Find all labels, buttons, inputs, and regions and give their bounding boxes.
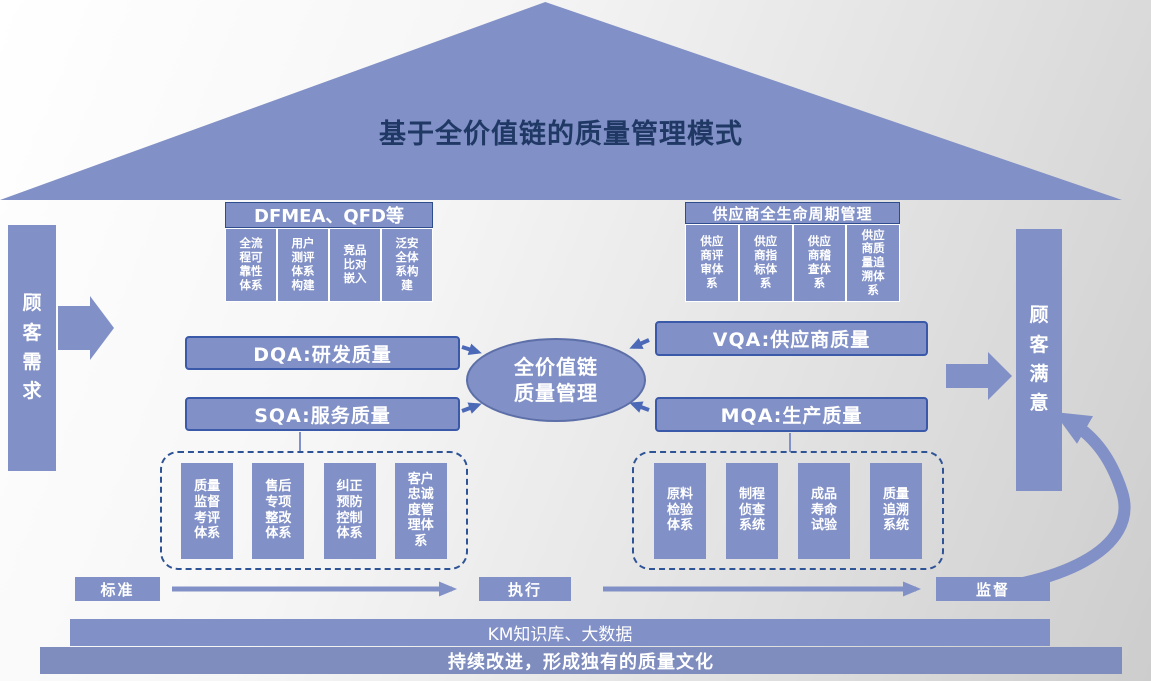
production-system-label: 成品寿命试验 <box>810 487 837 534</box>
mqa-box: MQA:生产质量 <box>655 397 928 432</box>
service-system-label: 纠正预防控制体系 <box>336 479 363 542</box>
dfmea-item-label: 泛安全体系构建 <box>395 236 419 292</box>
supplier-group-header: 供应商全生命周期管理 <box>685 202 900 224</box>
production-system-item: 原料检验体系 <box>654 462 706 559</box>
dfmea-group: DFMEA、QFD等 全流程可靠性体系 用户测评体系构建 竞品比对嵌入 泛安全体… <box>225 202 433 302</box>
diagram-title: 基于全价值链的质量管理模式 <box>379 119 743 150</box>
production-system-item: 质量追溯系统 <box>870 462 922 559</box>
supplier-group-cells: 供应商评审体系 供应商指标体系 供应商稽查体系 供应商质量追溯体系 <box>685 224 900 302</box>
supplier-item-label: 供应商稽查体系 <box>807 234 831 290</box>
service-system-item: 纠正预防控制体系 <box>323 462 376 559</box>
service-system-label: 质量监督考评体系 <box>194 479 221 542</box>
supervise-box: 监督 <box>936 577 1050 601</box>
center-ellipse: 全价值链 质量管理 <box>466 338 646 422</box>
service-system-item: 客户忠诚度管理体系 <box>394 462 447 559</box>
production-systems-container: 原料检验体系 制程侦查系统 成品寿命试验 质量追溯系统 <box>632 451 944 570</box>
quality-culture-bar: 持续改进，形成独有的质量文化 <box>40 647 1122 674</box>
supplier-item-label: 供应商指标体系 <box>754 234 778 290</box>
dfmea-group-header: DFMEA、QFD等 <box>225 202 433 228</box>
service-system-item: 售后专项整改体系 <box>252 462 305 559</box>
customer-needs-bar: 顾客需求 <box>8 225 56 471</box>
production-system-label: 质量追溯系统 <box>882 487 909 534</box>
roof-triangle <box>0 2 1122 200</box>
supplier-item: 供应商指标体系 <box>738 224 793 302</box>
dfmea-item-label: 全流程可靠性体系 <box>239 236 263 292</box>
customer-needs-label: 顾客需求 <box>22 292 42 403</box>
customer-satisfaction-arrow <box>946 352 1012 400</box>
dfmea-item: 竞品比对嵌入 <box>329 228 381 302</box>
service-system-label: 客户忠诚度管理体系 <box>407 471 434 549</box>
supplier-lifecycle-group: 供应商全生命周期管理 供应商评审体系 供应商指标体系 供应商稽查体系 供应商质量… <box>685 202 900 302</box>
production-system-label: 原料检验体系 <box>666 487 693 534</box>
dfmea-item: 泛安全体系构建 <box>381 228 433 302</box>
sqa-to-center-arrow <box>461 402 482 414</box>
vqa-to-center-arrow <box>629 337 650 349</box>
sqa-box: SQA:服务质量 <box>185 397 460 431</box>
dfmea-group-cells: 全流程可靠性体系 用户测评体系构建 竞品比对嵌入 泛安全体系构建 <box>225 228 433 302</box>
service-systems-container: 质量监督考评体系 售后专项整改体系 纠正预防控制体系 客户忠诚度管理体系 <box>160 451 468 570</box>
execute-box: 执行 <box>479 577 571 601</box>
dqa-box: DQA:研发质量 <box>185 336 460 370</box>
dfmea-item: 用户测评体系构建 <box>277 228 329 302</box>
dfmea-item-label: 用户测评体系构建 <box>291 236 315 292</box>
production-system-item: 成品寿命试验 <box>798 462 850 559</box>
customer-satisfaction-bar: 顾客满意 <box>1016 229 1062 491</box>
production-system-item: 制程侦查系统 <box>726 462 778 559</box>
supplier-item: 供应商评审体系 <box>685 224 739 302</box>
mqa-to-center-arrow <box>629 401 650 413</box>
vqa-box: VQA:供应商质量 <box>655 321 928 356</box>
supplier-item-label: 供应商质量追溯体系 <box>861 227 885 297</box>
service-system-label: 售后专项整改体系 <box>265 479 292 542</box>
dqa-to-center-arrow <box>461 343 482 356</box>
km-knowledge-bar: KM知识库、大数据 <box>70 619 1050 646</box>
supplier-item: 供应商质量追溯体系 <box>846 224 900 302</box>
center-ellipse-line2: 质量管理 <box>514 381 598 405</box>
center-ellipse-line1: 全价值链 <box>514 355 598 379</box>
production-system-label: 制程侦查系统 <box>738 487 765 534</box>
service-system-item: 质量监督考评体系 <box>181 462 234 559</box>
customer-satisfaction-label: 顾客满意 <box>1029 304 1049 415</box>
dfmea-item-label: 竞品比对嵌入 <box>343 243 367 285</box>
supplier-item-label: 供应商评审体系 <box>700 234 724 290</box>
dfmea-item: 全流程可靠性体系 <box>225 228 277 302</box>
standard-box: 标准 <box>75 577 160 601</box>
customer-needs-arrow <box>58 296 114 360</box>
supplier-item: 供应商稽查体系 <box>792 224 847 302</box>
